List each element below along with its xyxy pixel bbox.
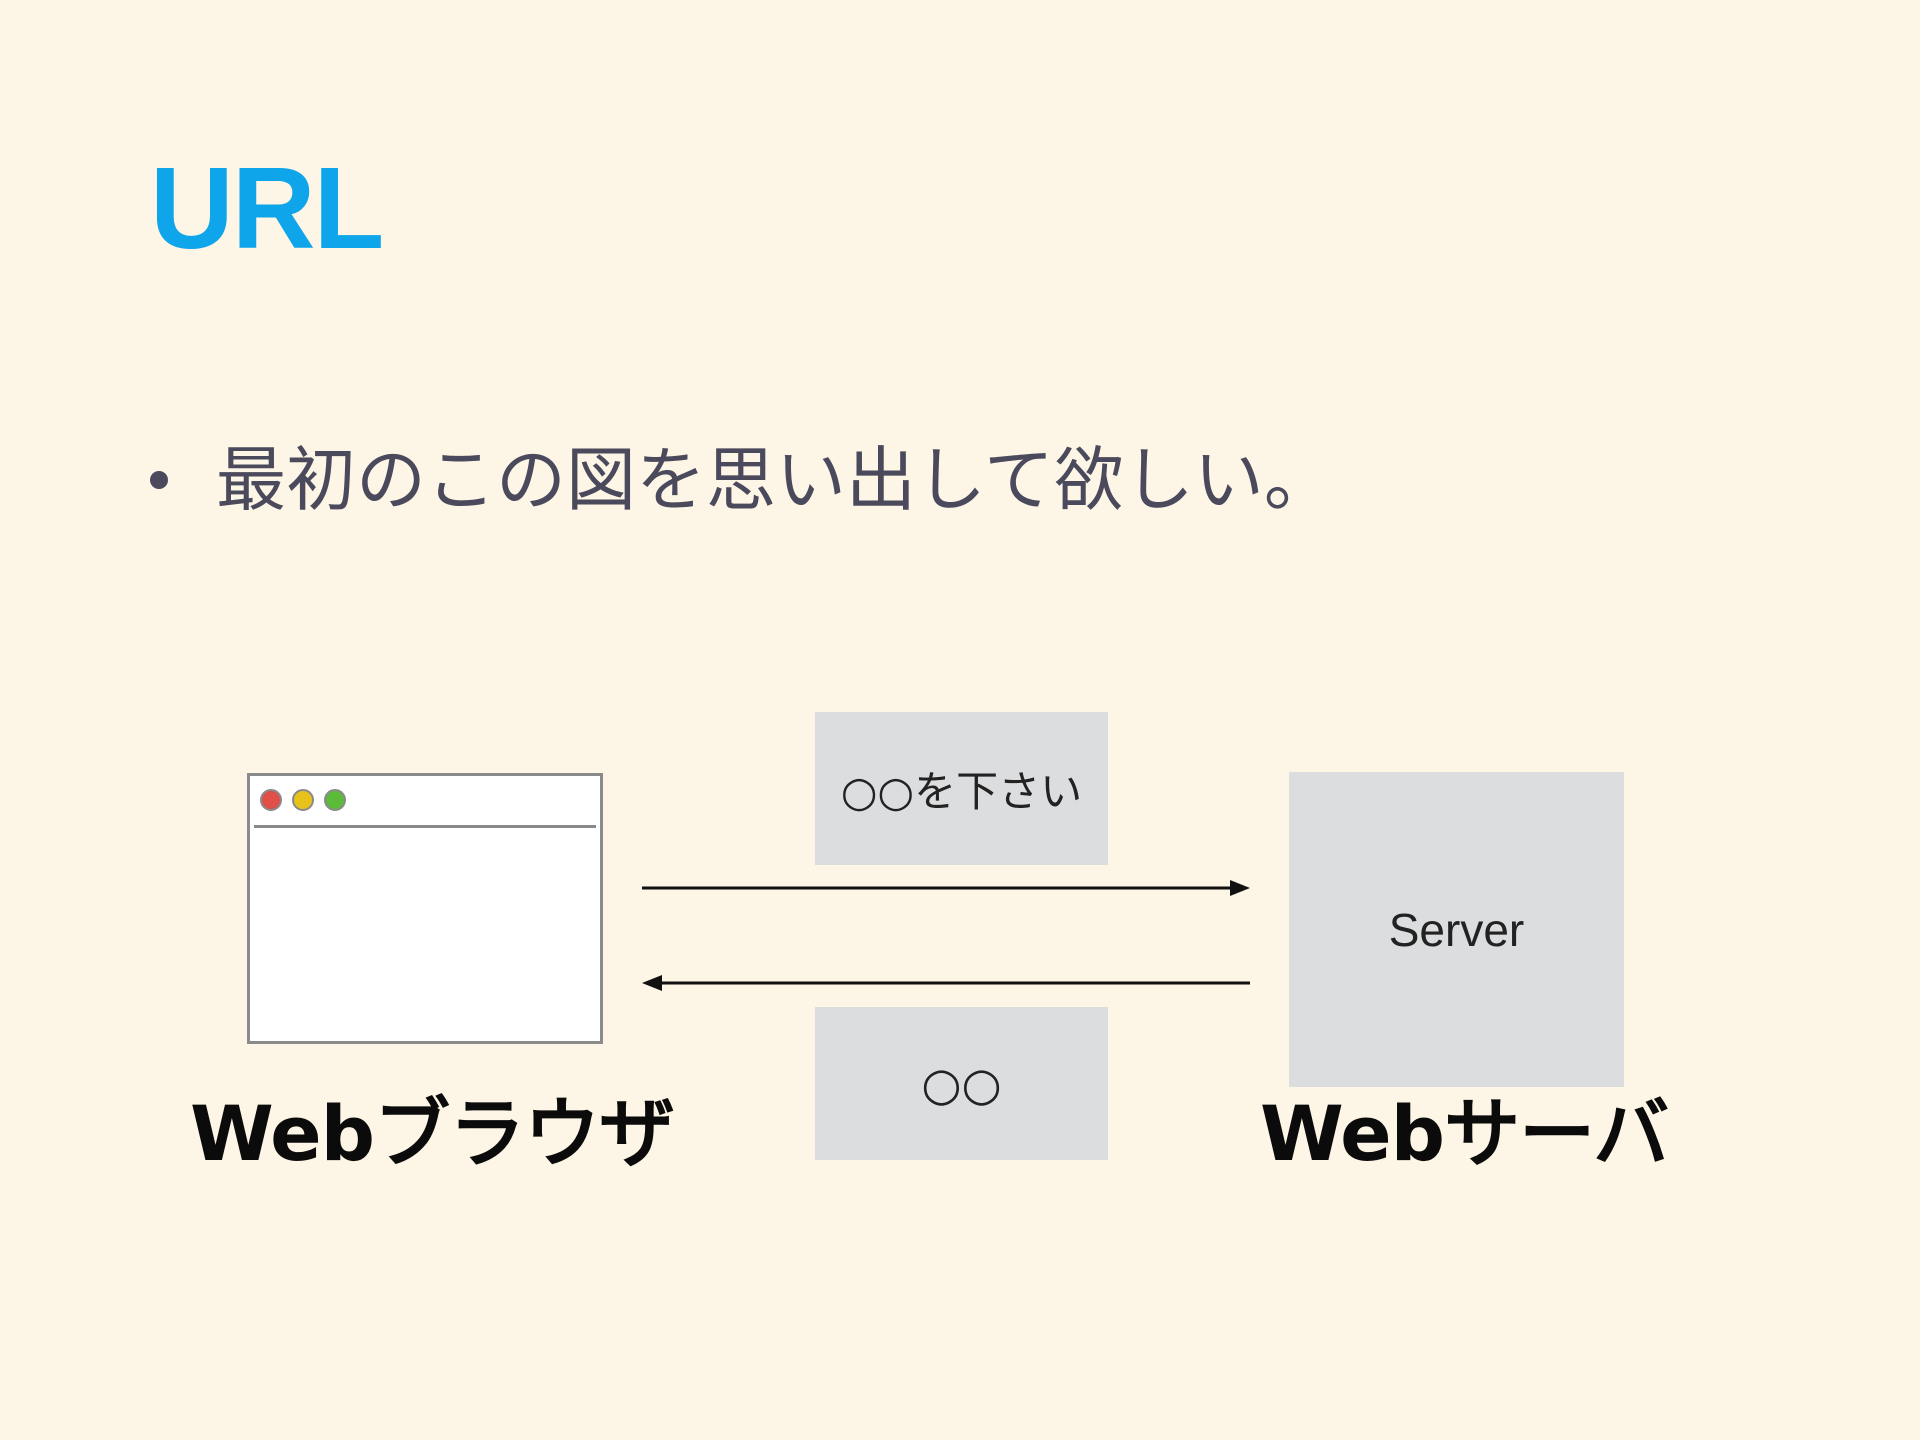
browser-label: Webブラウザ [190,1089,675,1178]
response-message-box: ○○ [815,1007,1108,1160]
bullet-text: 最初のこの図を思い出して欲しい。 [216,439,1334,521]
request-message-text: ○○を下さい [840,767,1083,816]
response-arrow [642,975,1250,991]
request-message-box: ○○を下さい [815,712,1108,865]
server-label: Webサーバ [1260,1089,1669,1178]
bullet-point: 最初のこの図を思い出して欲しい。 [150,440,1334,520]
browser-titlebar [254,776,596,828]
server-box: Server [1289,772,1624,1087]
bullet-dot-icon [150,471,168,489]
browser-window-illustration [247,773,603,1044]
request-arrow [642,880,1250,896]
close-dot-icon [260,789,282,811]
maximize-dot-icon [324,789,346,811]
response-message-text: ○○ [921,1056,1002,1111]
slide-title: URL [150,143,384,273]
minimize-dot-icon [292,789,314,811]
server-box-text: Server [1388,903,1525,956]
